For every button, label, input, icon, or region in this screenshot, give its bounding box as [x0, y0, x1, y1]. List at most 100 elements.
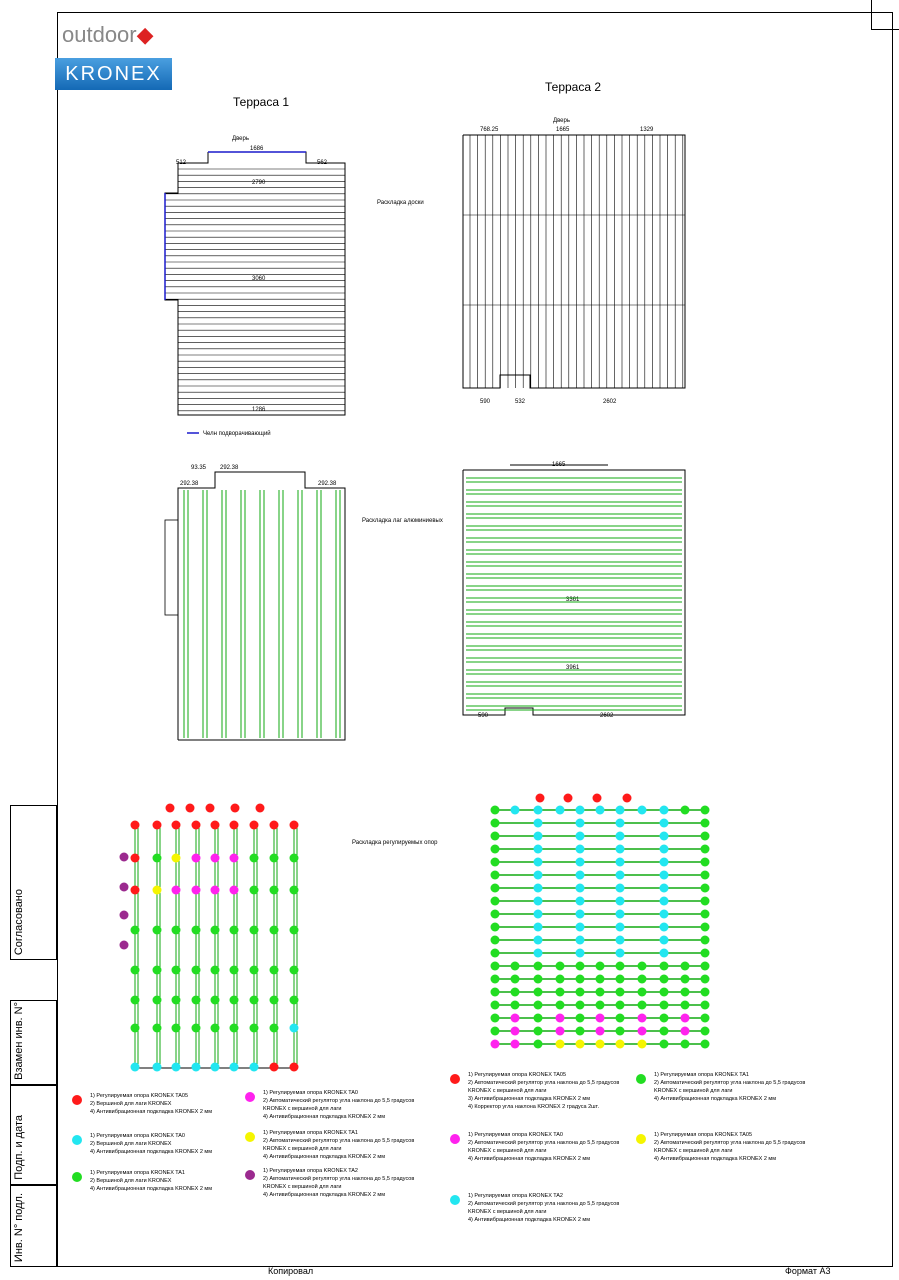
support-dot: [615, 961, 625, 971]
support-dot: [659, 974, 669, 984]
outdoor-logo: outdoor◆: [62, 22, 154, 47]
legend-line: 2) Автоматический регулятор угла наклона…: [468, 1080, 620, 1094]
support-dot: [700, 909, 710, 919]
support-dot: [210, 1062, 220, 1072]
support-dot: [289, 925, 299, 935]
legend-line: 4) Антивибрационная подкладка KRONEX 2 м…: [468, 1156, 590, 1162]
support-dot: [165, 803, 175, 813]
support-dot: [185, 803, 195, 813]
legend-dot-cyan: [72, 1135, 82, 1145]
support-dot: [555, 1039, 565, 1049]
support-dot: [700, 857, 710, 867]
support-dot: [575, 961, 585, 971]
support-dot: [595, 805, 605, 815]
legend-dot-red: [72, 1095, 82, 1105]
support-dot: [575, 1013, 585, 1023]
support-dot: [659, 805, 669, 815]
support-dot: [229, 965, 239, 975]
support-dot: [191, 965, 201, 975]
support-dot: [255, 803, 265, 813]
legend-dot-yellow: [245, 1132, 255, 1142]
support-dot: [575, 857, 585, 867]
support-dot: [575, 922, 585, 932]
support-dot: [700, 818, 710, 828]
legend-dot-magenta: [450, 1134, 460, 1144]
support-dot: [700, 948, 710, 958]
legend-dot-purple: [245, 1170, 255, 1180]
support-dot: [130, 853, 140, 863]
stamp-approved: Согласовано: [10, 805, 57, 960]
support-dot: [490, 857, 500, 867]
stamp-replaces: Взамен инв. N°: [10, 1000, 57, 1085]
legend-line: 2) Автоматический регулятор угла наклона…: [654, 1080, 806, 1094]
support-dot: [700, 1000, 710, 1010]
legend-line: 2) Вершиной для лаги KRONEX: [90, 1101, 172, 1107]
support-dot: [490, 818, 500, 828]
support-dot: [637, 805, 647, 815]
support-dot: [659, 1039, 669, 1049]
support-dot: [171, 853, 181, 863]
support-dot: [533, 805, 543, 815]
support-dot: [191, 820, 201, 830]
legend-line: 2) Автоматический регулятор угла наклона…: [654, 1140, 806, 1154]
support-dot: [575, 1039, 585, 1049]
support-dot: [700, 883, 710, 893]
support-dot: [490, 922, 500, 932]
dim: 590: [480, 399, 491, 405]
legend-line: 4) Антивибрационная подкладка KRONEX 2 м…: [654, 1096, 776, 1102]
support-dot: [269, 995, 279, 1005]
terrace1-lag-outline: [177, 471, 346, 741]
support-dot: [249, 925, 259, 935]
support-dot: [615, 818, 625, 828]
support-dot: [700, 935, 710, 945]
legend-dot-cyan: [450, 1195, 460, 1205]
support-dot: [510, 1026, 520, 1036]
support-dot: [210, 1023, 220, 1033]
support-dot: [210, 885, 220, 895]
support-dot: [533, 896, 543, 906]
support-dot: [575, 1000, 585, 1010]
support-dot: [680, 805, 690, 815]
support-dot: [533, 935, 543, 945]
support-dot: [490, 1013, 500, 1023]
support-dot: [533, 883, 543, 893]
support-dot: [130, 965, 140, 975]
dim: 532: [515, 399, 526, 405]
legend-line: 1) Регулируемая опора KRONEX TA1: [90, 1170, 185, 1176]
lags-section-label: Раскладка лаг алюминиевых: [362, 518, 443, 524]
support-dot: [510, 961, 520, 971]
support-dot: [152, 1062, 162, 1072]
support-dot: [152, 1023, 162, 1033]
support-dot: [289, 853, 299, 863]
support-dot: [575, 909, 585, 919]
support-dot: [289, 885, 299, 895]
support-dot: [171, 925, 181, 935]
support-dot: [490, 948, 500, 958]
support-dot: [659, 987, 669, 997]
support-dot: [152, 820, 162, 830]
support-dot: [595, 1000, 605, 1010]
support-dot: [659, 844, 669, 854]
support-dot: [210, 965, 220, 975]
support-dot: [229, 1062, 239, 1072]
support-dot: [680, 961, 690, 971]
support-dot: [575, 1026, 585, 1036]
legend-line: 4) Антивибрационная подкладка KRONEX 2 м…: [263, 1192, 385, 1198]
support-dot: [229, 995, 239, 1005]
legend-line: 1) Регулируемая опора KRONEX TA1: [263, 1130, 358, 1136]
support-dot: [637, 1000, 647, 1010]
legend-line: 1) Регулируемая опора KRONEX TA2: [263, 1168, 358, 1174]
support-dot: [575, 974, 585, 984]
dim: 93.35: [191, 465, 207, 471]
legend-line: 4) Антивибрационная подкладка KRONEX 2 м…: [263, 1114, 385, 1120]
support-dot: [680, 1026, 690, 1036]
support-dot: [615, 896, 625, 906]
terrace1-title: Терраса 1: [233, 95, 290, 109]
support-dot: [533, 1039, 543, 1049]
support-dot: [700, 844, 710, 854]
